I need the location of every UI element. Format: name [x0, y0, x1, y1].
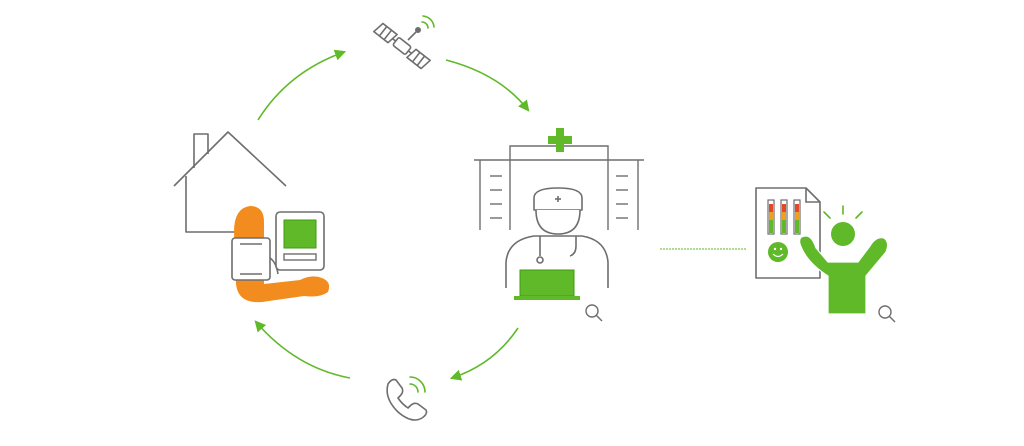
home-bp-monitor-icon [173, 131, 330, 303]
bp-cuff [231, 237, 279, 281]
happy-patient-figure [799, 222, 889, 315]
satellite-icon [372, 22, 432, 70]
zoom-doctor-icon[interactable] [585, 304, 603, 322]
smiley-badge-icon [768, 242, 788, 262]
arrow-satellite-to-hospital [445, 59, 530, 112]
zoom-patient-icon[interactable] [878, 305, 896, 323]
hospital-cross [548, 128, 572, 152]
hospital-building [474, 145, 644, 230]
satellite-signal-icon [421, 15, 435, 29]
arrow-phone-to-home [254, 320, 351, 379]
doctor-laptop [514, 269, 580, 300]
joy-rays [823, 205, 863, 219]
cycle-arrows [254, 49, 746, 381]
arrow-home-to-satellite [257, 49, 347, 121]
arrow-hospital-to-phone [449, 327, 519, 381]
house-outline [173, 131, 287, 233]
report-document [755, 187, 821, 279]
hospital-doctor-icon [474, 128, 644, 300]
bp-monitor-device [275, 211, 325, 271]
patient-report-icon [755, 187, 889, 315]
report-bars [767, 199, 801, 235]
phone-icon [386, 376, 428, 421]
